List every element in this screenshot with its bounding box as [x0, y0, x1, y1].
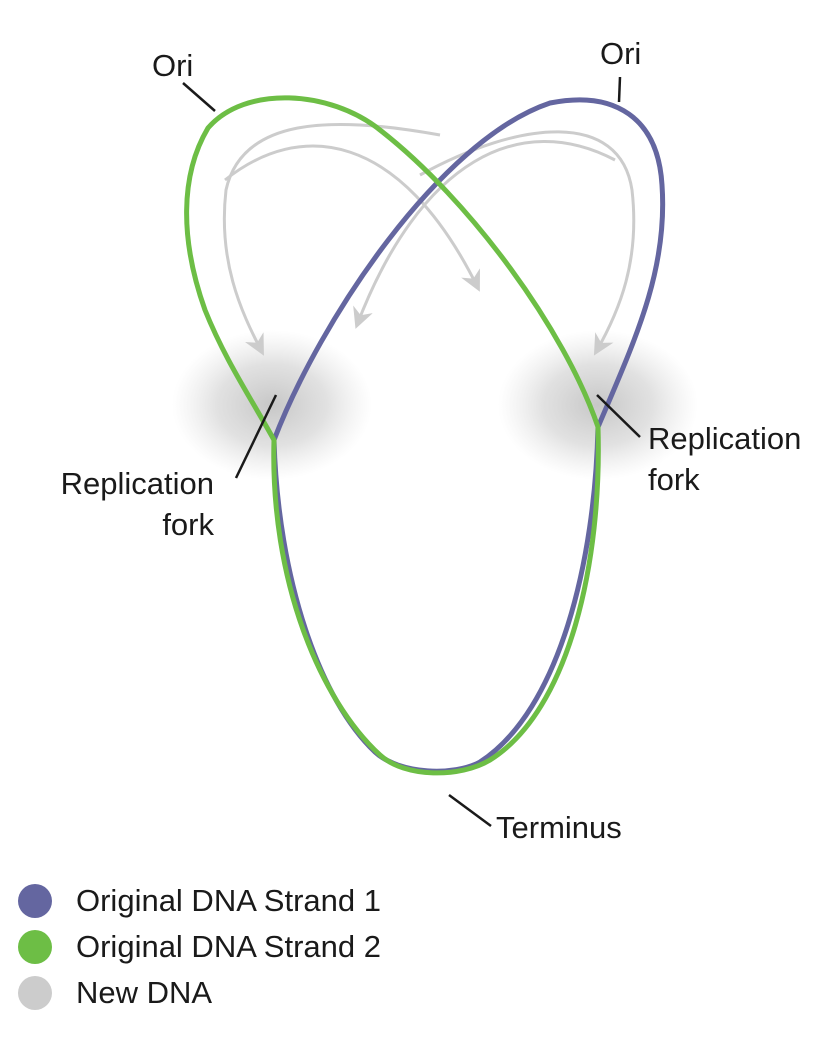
terminus-label: Terminus	[496, 810, 622, 845]
fork-left-leader	[234, 394, 278, 479]
legend: Original DNA Strand 1 Original DNA Stran…	[18, 878, 518, 1016]
fork-right-label-line1: Replication	[648, 421, 801, 456]
right-fork-shadow	[498, 330, 698, 480]
legend-label-strand-1: Original DNA Strand 1	[76, 883, 381, 918]
legend-label-strand-2: Original DNA Strand 2	[76, 929, 381, 964]
legend-label-new-dna: New DNA	[76, 975, 213, 1010]
fork-left-label-line2: fork	[162, 507, 214, 542]
legend-item-strand-2: Original DNA Strand 2	[18, 924, 518, 970]
ori-left-label: Ori	[152, 48, 193, 83]
new-dna-swatch	[18, 976, 52, 1010]
new-dna-arrow-left-cross	[224, 144, 480, 292]
new-dna-arrow-right-loop	[419, 130, 636, 356]
strand-2-swatch	[18, 930, 52, 964]
legend-item-new-dna: New DNA	[18, 970, 518, 1016]
terminus-leader	[448, 793, 492, 828]
fork-right-leader	[596, 394, 641, 438]
legend-item-strand-1: Original DNA Strand 1	[18, 878, 518, 924]
ori-left-leader	[182, 82, 216, 112]
ori-right-leader	[617, 76, 622, 103]
ori-right-label: Ori	[600, 36, 641, 71]
new-dna-arrow-left-loop	[222, 122, 441, 356]
strand-2-path	[184, 95, 601, 776]
new-dna-arrow-right-cross	[353, 139, 616, 329]
fork-right-label-line2: fork	[648, 462, 700, 497]
fork-left-label-line1: Replication	[61, 466, 214, 501]
strand-1-swatch	[18, 884, 52, 918]
